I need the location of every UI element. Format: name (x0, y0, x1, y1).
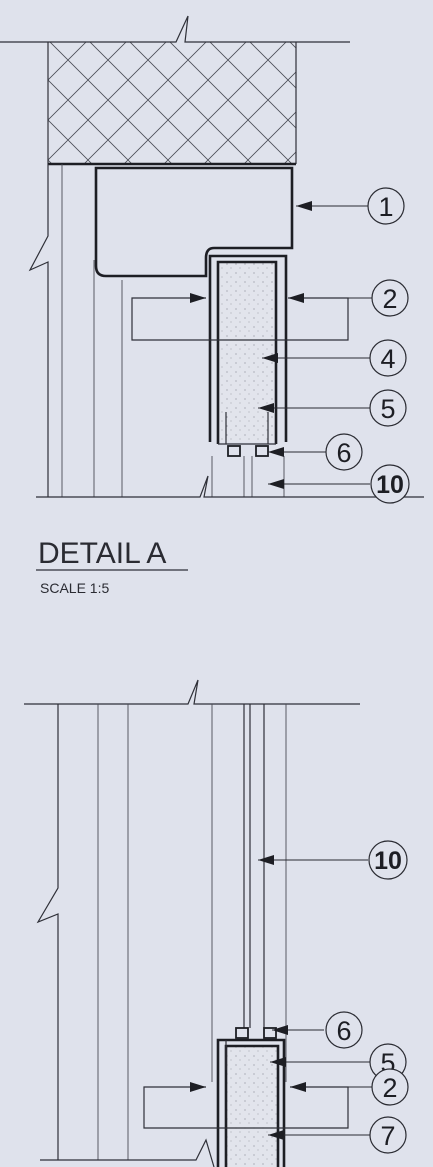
callout-bottom-6: 6 (325, 1011, 363, 1049)
bottom-detail-section (24, 679, 360, 1167)
callout-bottom-7: 7 (369, 1116, 407, 1154)
callout-number: 2 (382, 284, 397, 314)
callout-number: 5 (380, 394, 395, 424)
callout-number: 6 (336, 438, 351, 468)
callout-number: 6 (336, 1016, 351, 1046)
callout-number: 10 (374, 847, 402, 875)
detail-title: DETAIL A (38, 537, 166, 570)
break-line-bottom (24, 679, 360, 705)
callout-top-1: 1 (367, 187, 405, 225)
callout-number: 10 (376, 471, 404, 499)
callout-top-4: 4 (369, 339, 407, 377)
callout-number: 1 (378, 192, 393, 222)
channel-profile-top (208, 254, 288, 497)
callout-top-2: 2 (371, 279, 409, 317)
left-jamb-lines (28, 164, 123, 497)
head-frame-profile (94, 166, 294, 278)
head-masonry (0, 15, 350, 166)
callout-top-5: 5 (369, 389, 407, 427)
callout-bottom-10: 10 (368, 840, 408, 880)
detail-scale: SCALE 1:5 (40, 580, 109, 596)
callout-top-10: 10 (370, 464, 410, 504)
callout-number: 2 (382, 1073, 397, 1103)
callout-number: 4 (380, 344, 395, 374)
callout-bottom-2: 2 (371, 1068, 409, 1106)
leaders-bottom (258, 855, 372, 1140)
break-line-top (36, 475, 424, 498)
callout-number: 7 (380, 1121, 395, 1151)
detail-title-block: DETAIL A SCALE 1:5 (36, 537, 188, 596)
detail-a-section (0, 15, 424, 498)
callout-top-6: 6 (325, 433, 363, 471)
stop-bracket-top (131, 293, 349, 341)
leaders-top (258, 201, 372, 489)
